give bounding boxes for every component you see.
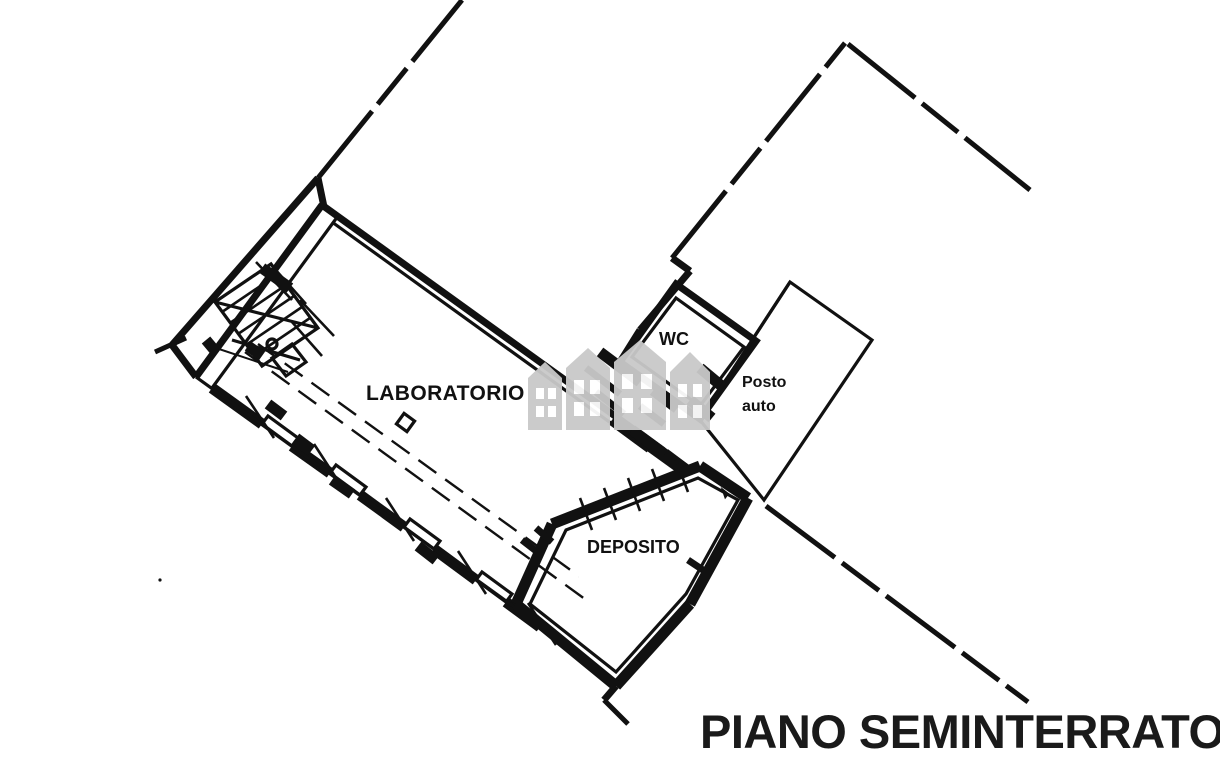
deposito-link-to-laboratorio: [512, 600, 544, 631]
deposito-notch-east: [686, 557, 708, 575]
staircase-newel-post: [265, 337, 279, 351]
room-label-posto-auto-line2: auto: [742, 398, 776, 415]
room-label-posto-auto-line1: Posto: [742, 374, 787, 391]
laboratorio-wall-west-corner: [169, 342, 199, 380]
staircase-newel: [258, 263, 294, 293]
boundary-line-north: [670, 41, 847, 260]
boundary-line-northeast: [846, 42, 1032, 192]
interior-block-1: [264, 399, 288, 421]
watermark-building-tall: [614, 340, 666, 430]
room-deposito: [510, 459, 760, 703]
room-label-laboratorio: LABORATORIO: [366, 382, 525, 405]
buildings-watermark: [528, 340, 710, 430]
boundary-stub-south: [602, 698, 630, 726]
page-title: PIANO SEMINTERRATO: [700, 705, 1220, 758]
staircase-direction-arrow: [209, 345, 289, 373]
laboratorio-wall-west-upper: [169, 175, 321, 348]
room-label-wc: WC: [659, 329, 689, 349]
laboratorio-wall-southwest-outer-face: [195, 375, 561, 642]
staircase: [201, 261, 335, 379]
staircase-stringer-upper: [214, 300, 319, 330]
laboratorio-floor: [196, 205, 686, 640]
boundary-line-southeast: [764, 503, 1030, 705]
deposito-wall-east-upper: [696, 461, 752, 503]
posto-auto-outline: [698, 279, 875, 503]
deposito-wall-south: [611, 600, 695, 690]
wc-wall-stub-north: [669, 255, 693, 274]
deposito-stub-south: [601, 683, 619, 703]
staircase-step-block: [244, 341, 266, 361]
deposito-wall-east: [685, 495, 753, 607]
room-label-deposito: DEPOSITO: [587, 537, 680, 557]
deposito-inner-face: [527, 476, 741, 675]
property-boundary-lines: [153, 0, 1032, 726]
ink-speck: [158, 578, 162, 582]
laboratorio-wall-stub-north: [314, 177, 328, 208]
interior-block-3: [328, 475, 356, 499]
watermark-building-medium: [566, 348, 610, 430]
staircase-landing: [269, 341, 309, 379]
deposito-notch-west: [519, 537, 543, 557]
interior-block-2: [292, 433, 316, 455]
boundary-stub-west: [153, 335, 188, 355]
laboratorio-dashed-axis: [244, 351, 601, 611]
interior-block-4: [414, 541, 440, 565]
room-laboratorio: [169, 175, 693, 646]
wc-wall-north-link: [637, 268, 693, 333]
deposito-notch-west-2: [533, 525, 555, 545]
area-posto-auto: [698, 279, 875, 503]
laboratorio-wall-northwest-inner: [210, 215, 340, 389]
boundary-line-northwest: [316, 0, 464, 180]
posto-auto-edge-west: [698, 281, 792, 421]
staircase-landing-block: [201, 336, 221, 356]
watermark-house-small: [528, 362, 562, 430]
interior-fixture-square: [394, 411, 417, 434]
staircase-stringer-lower: [231, 338, 301, 362]
deposito-floor: [560, 462, 760, 688]
deposito-tick-marks: [578, 459, 690, 531]
watermark-building-right: [670, 352, 710, 430]
deposito-wall-northeast: [549, 460, 703, 530]
